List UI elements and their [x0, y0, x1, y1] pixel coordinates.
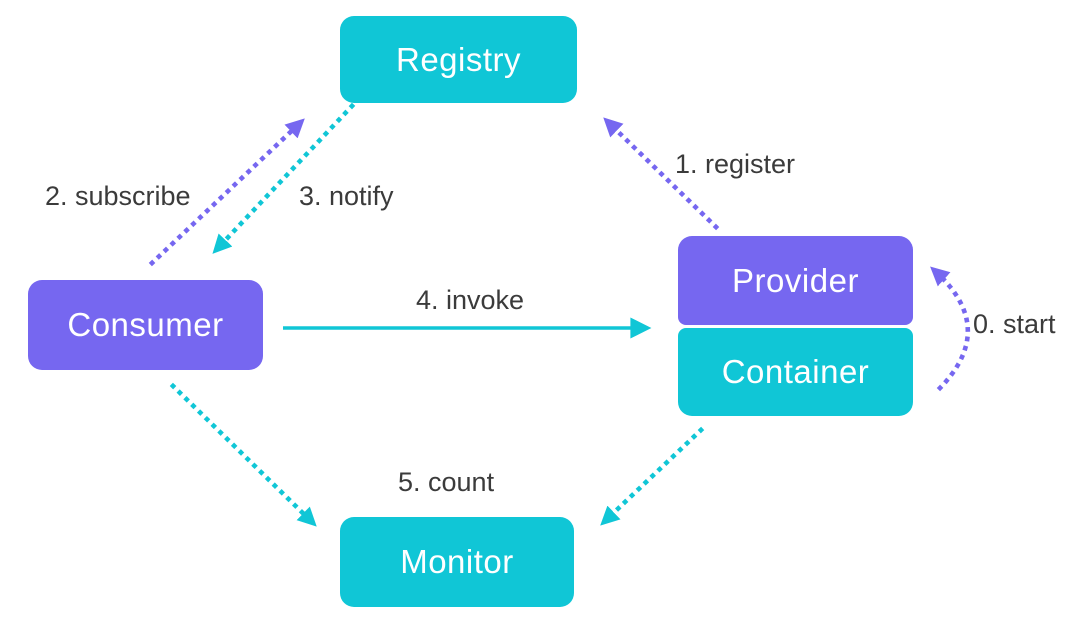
edge-register-line — [603, 117, 720, 231]
edge-subscribe-line — [148, 118, 305, 267]
edge-label-start: 0. start — [973, 309, 1056, 339]
node-container: Container — [678, 328, 913, 416]
node-registry: Registry — [340, 16, 577, 103]
edge-label-invoke: 4. invoke — [415, 285, 525, 315]
edge-count-container-line — [600, 426, 705, 526]
node-monitor: Monitor — [340, 517, 574, 607]
edge-label-count: 5. count — [398, 467, 495, 497]
edge-label-subscribe: 2. subscribe — [45, 181, 191, 211]
node-consumer: Consumer — [28, 280, 263, 370]
edge-count-consumer-line — [169, 382, 317, 527]
edge-start-curve — [930, 266, 971, 392]
node-provider: Provider — [678, 236, 913, 325]
edge-label-register: 1. register — [675, 149, 796, 179]
edge-notify-line — [212, 102, 356, 254]
edge-label-notify: 3. notify — [299, 181, 394, 211]
